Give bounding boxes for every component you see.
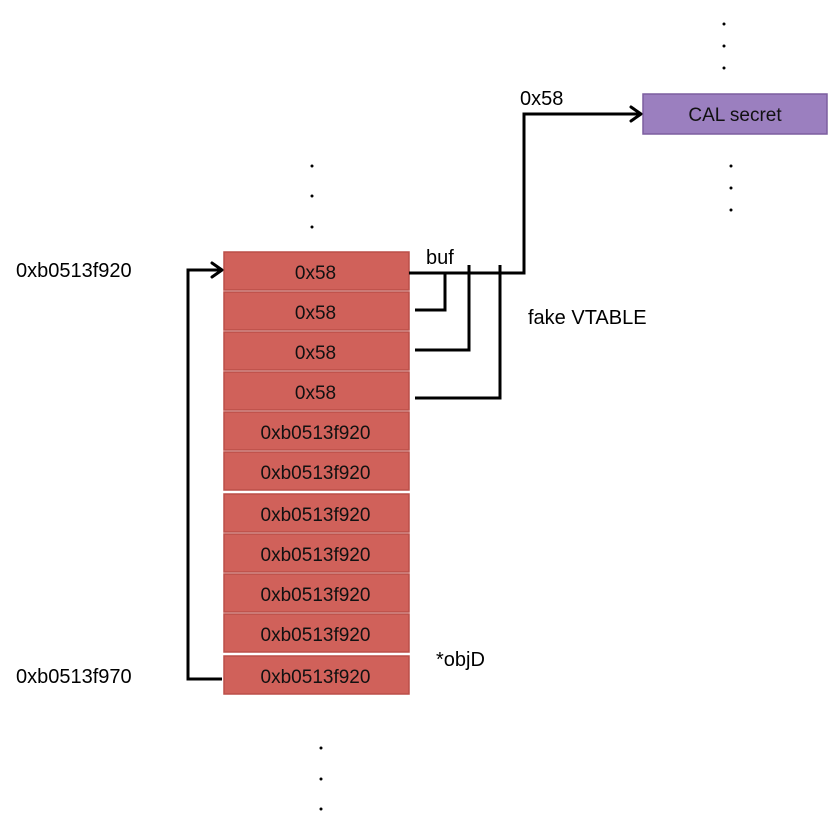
buf-pointer-arrowhead	[629, 105, 643, 123]
buf-label: buf	[426, 247, 454, 269]
memory-cell: 0xb0513f920	[223, 655, 410, 695]
memory-cell-value: 0x58	[295, 343, 336, 364]
memory-cell: 0xb0513f920	[223, 613, 410, 653]
buf-pointer-line	[409, 112, 641, 275]
memory-cell: 0x58	[223, 331, 410, 371]
self-pointer-line	[186, 268, 222, 681]
memory-cell-box	[223, 655, 410, 695]
ellipsis-below-stack	[319, 746, 323, 811]
self-pointer-arrowhead	[210, 261, 224, 279]
memory-cell: 0xb0513f920	[223, 411, 410, 451]
memory-stack: 0x58 0x58 0x58 0x58 0xb0513f920 0xb0513f920 0x…	[223, 251, 410, 695]
ellipsis-above-stack	[310, 164, 314, 229]
memory-cell-value: 0xb0513f920	[261, 423, 371, 444]
fake-vtable-label: fake VTABLE	[528, 307, 647, 329]
memory-cell: 0x58	[223, 371, 410, 411]
vtable-link-2	[415, 265, 471, 352]
memory-cell: 0xb0513f920	[223, 451, 410, 491]
bottom-address-label: 0xb0513f970	[16, 666, 132, 688]
ellipsis-top-right	[722, 22, 726, 70]
memory-cell-box	[223, 371, 410, 411]
memory-cell-value: 0x58	[295, 383, 336, 404]
memory-cell-value: 0xb0513f920	[261, 585, 371, 606]
target-box: CAL secret	[642, 93, 828, 135]
memory-cell-box	[223, 533, 410, 573]
memory-cell-value: 0xb0513f920	[261, 625, 371, 646]
memory-cell: 0x58	[223, 291, 410, 331]
memory-cell-box	[223, 331, 410, 371]
memory-cell-value: 0x58	[295, 263, 336, 284]
memory-cell-value: 0xb0513f920	[261, 545, 371, 566]
top-address-label: 0xb0513f920	[16, 260, 132, 282]
memory-cell: 0xb0513f920	[223, 533, 410, 573]
memory-cell-value: 0xb0513f920	[261, 463, 371, 484]
vtable-link-3	[415, 265, 502, 400]
memory-cell-value: 0x58	[295, 303, 336, 324]
memory-cell: 0x58	[223, 251, 410, 291]
vtable-link-1	[415, 273, 447, 312]
memory-cell-box	[223, 493, 410, 533]
offset-label: 0x58	[520, 88, 563, 110]
memory-cell: 0xb0513f920	[223, 493, 410, 533]
memory-cell-box	[223, 411, 410, 451]
memory-cell-box	[223, 451, 410, 491]
memory-cell-box	[223, 251, 410, 291]
memory-cell-box	[223, 291, 410, 331]
objd-label: *objD	[436, 649, 485, 671]
memory-cell-value: 0xb0513f920	[261, 667, 371, 688]
memory-cell-value: 0xb0513f920	[261, 505, 371, 526]
memory-cell: 0xb0513f920	[223, 573, 410, 613]
target-label: CAL secret	[688, 105, 782, 126]
ellipsis-below-target	[729, 164, 733, 212]
memory-cell-box	[223, 613, 410, 653]
memory-cell-box	[223, 573, 410, 613]
